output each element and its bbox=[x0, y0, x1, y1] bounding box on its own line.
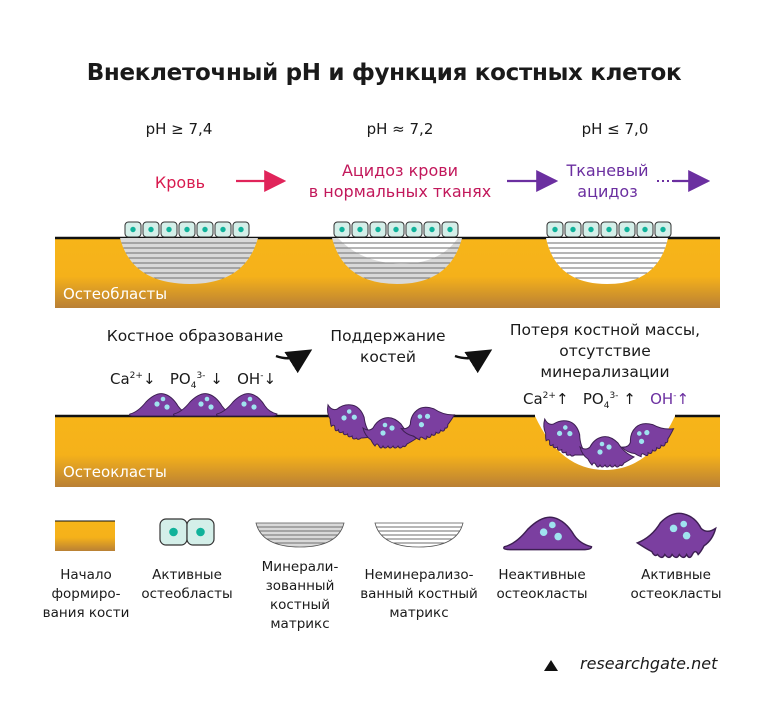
ion-calcium: Ca2+↑ bbox=[523, 390, 569, 408]
process-bone-formation-label: Костное образование bbox=[106, 327, 284, 345]
ion-levels-increased: Ca2+↑ PO43- ↑ OH-↑ bbox=[523, 390, 689, 411]
ion-levels-decreased: Ca2+↓ PO43- ↓ OH-↓ bbox=[110, 370, 276, 391]
osteoblast-cell bbox=[600, 221, 618, 238]
osteoblast-cell bbox=[351, 221, 369, 238]
osteoblast-cell bbox=[142, 221, 160, 238]
stage-tissue-acidosis-line2: ацидоз bbox=[577, 182, 638, 201]
arrow-formation-to-maintenance bbox=[275, 349, 313, 374]
osteoblast-cell bbox=[405, 221, 423, 238]
process-bone-loss-line1: Потеря костной массы, bbox=[509, 321, 701, 339]
process-bone-loss-line3: минерализации bbox=[540, 363, 670, 381]
active-osteoclast-icon bbox=[636, 512, 717, 559]
source-link[interactable]: researchgate.net bbox=[580, 654, 718, 673]
stage-tissue-acidosis: Тканевый ацидоз bbox=[555, 160, 660, 202]
osteoblast-cell bbox=[582, 221, 600, 238]
osteoblast-cell bbox=[232, 221, 250, 238]
inactive-osteoclast-icon bbox=[503, 516, 593, 551]
osteoblast-cell bbox=[178, 221, 196, 238]
osteoblast-row-2 bbox=[333, 221, 459, 238]
ion-phosphate: PO43- ↓ bbox=[169, 370, 223, 391]
process-bone-maintenance-line1: Поддержание bbox=[330, 327, 446, 345]
osteoblast-cell bbox=[196, 221, 214, 238]
stage-blood-acidosis: Ацидоз крови в нормальных тканях bbox=[290, 160, 510, 202]
ion-hydroxide: OH-↑ bbox=[650, 390, 690, 408]
osteoblast-cell bbox=[214, 221, 232, 238]
ion-phosphate: PO43- ↑ bbox=[582, 390, 636, 411]
osteoblast-cell bbox=[369, 221, 387, 238]
process-bone-maintenance: Поддержание костей bbox=[318, 326, 458, 368]
active-osteoclast bbox=[579, 436, 635, 468]
page-title: Внеклеточный pH и функция костных клеток bbox=[86, 60, 682, 86]
inactive-osteoclast bbox=[216, 393, 278, 417]
mineralized-matrix-icon bbox=[255, 522, 345, 548]
osteoblast-cell bbox=[333, 221, 351, 238]
osteoblast-cell bbox=[423, 221, 441, 238]
osteoblast-cell bbox=[441, 221, 459, 238]
stage-blood-acidosis-line1: Ацидоз крови bbox=[341, 161, 459, 180]
osteoblast-row-1 bbox=[124, 221, 250, 238]
stage-blood-label: Кровь bbox=[154, 173, 206, 192]
stage-tissue-acidosis-line1: Тканевый bbox=[566, 161, 649, 180]
osteoblast-cell bbox=[654, 221, 672, 238]
osteoblast-cell bbox=[618, 221, 636, 238]
researchgate-triangle-icon bbox=[544, 660, 558, 671]
ph-level-blood-acidosis: pH ≈ 7,2 bbox=[366, 120, 434, 138]
osteoblast-cell bbox=[124, 221, 142, 238]
bone-formation-swatch bbox=[55, 520, 115, 551]
osteoblast-cell bbox=[636, 221, 654, 238]
stage-blood: Кровь bbox=[120, 172, 240, 193]
osteoblasts-band-label: Остеобласты bbox=[63, 285, 168, 303]
stage-blood-acidosis-line2: в нормальных тканях bbox=[308, 182, 492, 201]
process-bone-maintenance-line2: костей bbox=[359, 348, 416, 366]
ion-hydroxide: OH-↓ bbox=[237, 370, 277, 388]
unmineralized-matrix-icon bbox=[374, 522, 464, 548]
osteoblast-cell bbox=[564, 221, 582, 238]
ph-level-blood: pH ≥ 7,4 bbox=[145, 120, 213, 138]
process-bone-loss: Потеря костной массы, отсутствие минерал… bbox=[490, 320, 720, 383]
ion-calcium: Ca2+↓ bbox=[110, 370, 156, 388]
active-osteoblasts-icon bbox=[159, 518, 215, 546]
process-bone-loss-line2: отсутствие bbox=[559, 342, 651, 360]
osteoblast-row-3 bbox=[546, 221, 672, 238]
arrow-maintenance-to-loss bbox=[454, 349, 493, 374]
osteoclasts-band-label: Остеокласты bbox=[63, 463, 167, 481]
osteoblast-cell bbox=[160, 221, 178, 238]
ph-level-tissue-acidosis: pH ≤ 7,0 bbox=[581, 120, 649, 138]
osteoblast-cell bbox=[546, 221, 564, 238]
osteoblast-cell bbox=[387, 221, 405, 238]
process-bone-formation: Костное образование bbox=[90, 326, 300, 347]
